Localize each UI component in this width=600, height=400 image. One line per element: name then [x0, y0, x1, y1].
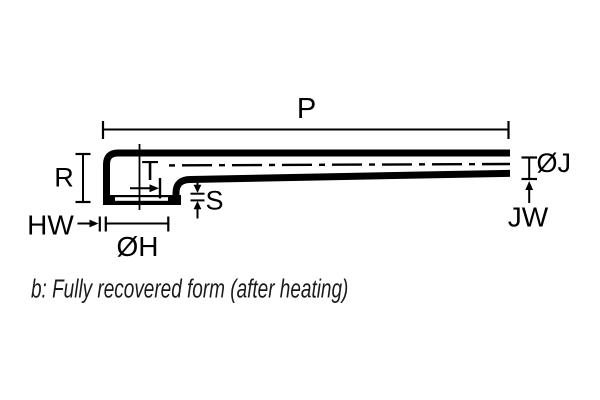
figure-caption: b: Fully recovered form (after heating) — [31, 274, 348, 304]
dimension-label-t: T — [141, 155, 158, 186]
dimension-label-jw: JW — [508, 202, 549, 233]
cap-mouth-slit — [115, 197, 168, 201]
dimension-label-r: R — [54, 163, 74, 193]
hw-arrowhead — [89, 219, 99, 228]
t-arrowhead — [149, 184, 159, 193]
cap-top-and-left-wall — [103, 149, 510, 205]
s-arrowhead-down — [193, 184, 202, 193]
arrowheads — [89, 181, 534, 228]
dimension-label-hw: HW — [27, 210, 74, 241]
dimension-label-oh: ØH — [117, 231, 159, 262]
part-outline — [103, 149, 511, 205]
dimension-label-s: S — [205, 186, 223, 216]
s-arrowhead-up — [193, 201, 202, 210]
dimension-label-p: P — [297, 93, 316, 125]
dimension-labels: P R T S HW ØH ØJ JW — [27, 93, 571, 262]
dimension-label-oj: ØJ — [537, 148, 572, 178]
step-and-tube-bottom-wall — [172, 169, 511, 202]
dimension-lines — [75, 121, 537, 232]
jw-arrowhead — [525, 181, 534, 190]
centerline — [168, 162, 511, 167]
